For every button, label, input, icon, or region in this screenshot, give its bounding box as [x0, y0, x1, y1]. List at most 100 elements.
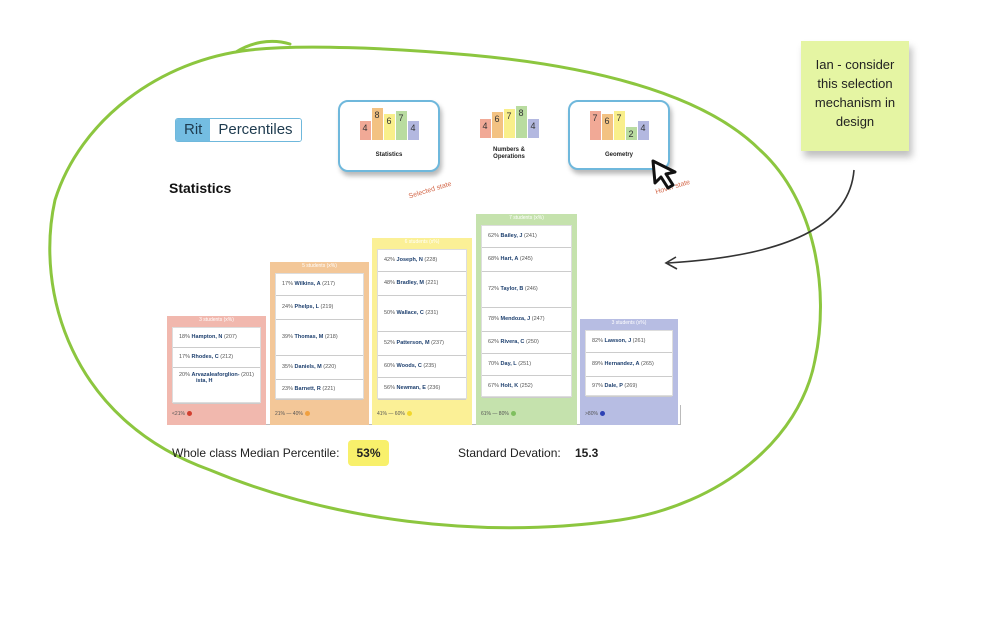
band-color-dot-icon: [599, 411, 605, 417]
annotation-arrow-head: [664, 256, 678, 270]
mini-bar: 8: [371, 107, 383, 140]
student-name: Day, L: [500, 361, 517, 367]
student-row[interactable]: 68% Hart, A (245): [482, 248, 571, 272]
student-name: Barnett, R: [294, 386, 321, 392]
student-percentile: 18%: [179, 334, 191, 340]
percentile-column-4[interactable]: 3 students (x%) 82% Lawson, J (261)89% He…: [580, 319, 678, 405]
student-percentile: 62%: [488, 339, 500, 345]
category-label: Geometry: [604, 152, 633, 158]
student-row[interactable]: 17% Rhodes, C (212): [173, 348, 260, 368]
student-score: (228): [424, 257, 438, 263]
student-row[interactable]: 62% Bailey, J (241): [482, 226, 571, 248]
median-label: Whole class Median Percentile:: [172, 446, 340, 460]
annotation-loop: [48, 39, 822, 530]
band-label: >80%: [585, 411, 598, 417]
student-percentile: 70%: [488, 361, 500, 367]
student-row[interactable]: 78% Mendoza, J (247): [482, 308, 571, 332]
student-row[interactable]: 17% Wilkins, A (217): [276, 274, 363, 296]
student-list: 42% Joseph, N (228)48% Bradley, M (221)5…: [377, 249, 467, 400]
student-percentile: 23%: [282, 386, 294, 392]
band-label: 21% — 40%: [275, 411, 303, 417]
student-row[interactable]: 60% Woods, C (235): [378, 356, 466, 378]
percentile-column-1[interactable]: 5 students (x%)17% Wilkins, A (217)24% P…: [270, 262, 369, 405]
mini-bar: 6: [491, 112, 503, 138]
column-header: 3 students (x%): [611, 320, 647, 326]
percentiles-toggle-option[interactable]: Percentiles: [210, 119, 301, 141]
student-name: Woods, C: [396, 363, 422, 369]
student-row[interactable]: 39% Thomas, M (218): [276, 320, 363, 356]
student-name: Dale, P: [604, 383, 623, 389]
student-row[interactable]: 18% Hampton, N (207): [173, 328, 260, 348]
student-name: Wallace, C: [396, 310, 424, 316]
band-label: 41% — 60%: [377, 411, 405, 417]
rit-percentile-toggle[interactable]: Rit Percentiles: [175, 118, 302, 142]
student-row[interactable]: 97% Dale, P (269): [586, 377, 672, 397]
student-score: (250): [525, 339, 539, 345]
student-row[interactable]: 35% Daniels, M (220): [276, 356, 363, 380]
mouse-pointer-icon: [651, 159, 677, 190]
student-name: Mendoza, J: [500, 316, 531, 322]
student-percentile: 20%: [179, 372, 191, 378]
student-score: (201): [241, 372, 254, 378]
column-header: 3 students (x%): [199, 317, 234, 323]
student-percentile: 52%: [384, 340, 396, 346]
student-name: Rhodes, C: [191, 354, 219, 360]
student-name: Thomas, M: [294, 334, 324, 340]
mini-bar: 7: [503, 108, 515, 138]
student-row[interactable]: 89% Hernandez, A (265): [586, 353, 672, 377]
mini-bar: 7: [613, 110, 625, 140]
student-name: Patterson, M: [396, 340, 430, 346]
student-name: Newman, E: [396, 385, 426, 391]
annotation-arrow: [667, 169, 855, 264]
std-dev-label: Standard Devation:: [458, 446, 561, 460]
mini-bar: 2: [625, 127, 637, 140]
student-percentile: 42%: [384, 257, 396, 263]
band-color-dot-icon: [304, 411, 310, 417]
student-row[interactable]: 67% Holt, K (252): [482, 376, 571, 398]
mini-bar: 6: [601, 114, 613, 140]
student-score: (245): [519, 256, 533, 262]
student-row[interactable]: 62% Rivera, C (250): [482, 332, 571, 354]
student-row[interactable]: 56% Newman, E (236): [378, 378, 466, 400]
percentile-column-0[interactable]: 3 students (x%) 18% Hampton, N (207)17% R…: [167, 316, 266, 405]
student-list: 18% Hampton, N (207)17% Rhodes, C (212)2…: [172, 327, 261, 404]
student-row[interactable]: 24% Phelps, L (219): [276, 296, 363, 320]
band-label: <21%: [172, 411, 185, 417]
sticky-note: Ian - consider this selection mechanism …: [801, 41, 909, 151]
student-name: Hernandez, A: [604, 361, 640, 367]
student-row[interactable]: 50% Wallace, C (231): [378, 296, 466, 332]
student-row[interactable]: 82% Lawson, J (261): [586, 331, 672, 353]
student-score: (231): [425, 310, 439, 316]
student-percentile: 72%: [488, 286, 500, 292]
student-row[interactable]: 42% Joseph, N (228): [378, 250, 466, 272]
student-score: (269): [624, 383, 638, 389]
student-row[interactable]: 20% Arvazaleaforglion- (201)ista, H: [173, 368, 260, 404]
rit-toggle-option[interactable]: Rit: [176, 119, 211, 141]
student-row[interactable]: 48% Bradley, M (221): [378, 272, 466, 296]
band-color-dot-icon: [186, 411, 192, 417]
student-row[interactable]: 70% Day, L (251): [482, 354, 571, 376]
student-name: Hampton, N: [191, 334, 223, 340]
student-list: 82% Lawson, J (261)89% Hernandez, A (265…: [585, 330, 673, 397]
student-name: Lawson, J: [604, 338, 632, 344]
band-label: 61% — 80%: [481, 411, 509, 417]
student-percentile: 56%: [384, 385, 396, 391]
student-percentile: 97%: [592, 383, 604, 389]
student-score: (219): [320, 304, 334, 310]
student-row[interactable]: 72% Taylor, B (246): [482, 272, 571, 308]
student-name: Holt, K: [500, 383, 519, 389]
column-header: 6 students (x%): [404, 239, 440, 245]
percentile-band-1: 21% — 40%: [270, 405, 369, 425]
percentile-band-3: 61% — 80%: [476, 405, 577, 425]
student-score: (212): [220, 354, 234, 360]
student-percentile: 17%: [282, 281, 294, 287]
percentile-column-2[interactable]: 6 students (x%) 42% Joseph, N (228)48% Br…: [372, 238, 472, 405]
student-row[interactable]: 52% Patterson, M (237): [378, 332, 466, 356]
student-row[interactable]: 23% Barnett, R (221): [276, 380, 363, 400]
percentile-column-3[interactable]: 7 students (x%)62% Bailey, J (241)68% Ha…: [476, 214, 577, 405]
